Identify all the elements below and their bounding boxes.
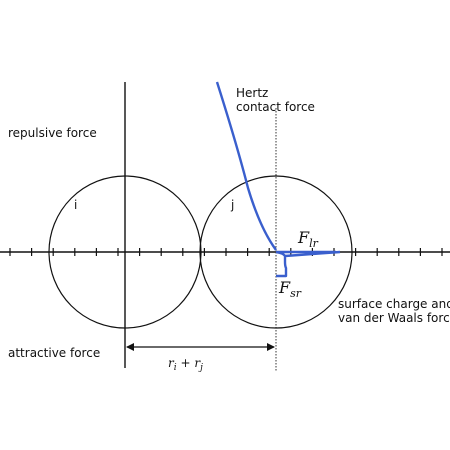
particle-i-label: i: [74, 198, 77, 212]
axis-ticks: [9, 248, 443, 256]
distance-plus: +: [177, 356, 195, 370]
f-lr-subscript: lr: [309, 237, 319, 250]
attractive-force-label: attractive force: [8, 346, 100, 360]
surface-charge-label-line1: surface charge and: [338, 297, 450, 311]
surface-charge-label-line2: van der Waals force: [338, 311, 450, 325]
distance-r-j: r: [194, 356, 201, 370]
distance-label: ri + rj: [168, 356, 203, 373]
hertz-label-line1: Hertz: [236, 86, 268, 100]
force-curve: [215, 81, 341, 278]
hertz-label-line2: contact force: [236, 100, 315, 114]
particle-j-circle: [199, 175, 353, 329]
f-lr-label: Flr: [297, 228, 319, 250]
distance-sub-i: i: [174, 363, 177, 373]
f-sr-subscript: sr: [290, 287, 302, 300]
f-lr-main: F: [297, 228, 310, 247]
f-sr-label: Fsr: [278, 278, 302, 300]
distance-r-i: r: [168, 356, 175, 370]
distance-sub-j: j: [198, 363, 203, 373]
particle-i-circle: [48, 175, 202, 329]
particle-j-label: j: [230, 198, 234, 212]
repulsive-force-label: repulsive force: [8, 126, 97, 140]
f-sr-main: F: [278, 278, 291, 297]
